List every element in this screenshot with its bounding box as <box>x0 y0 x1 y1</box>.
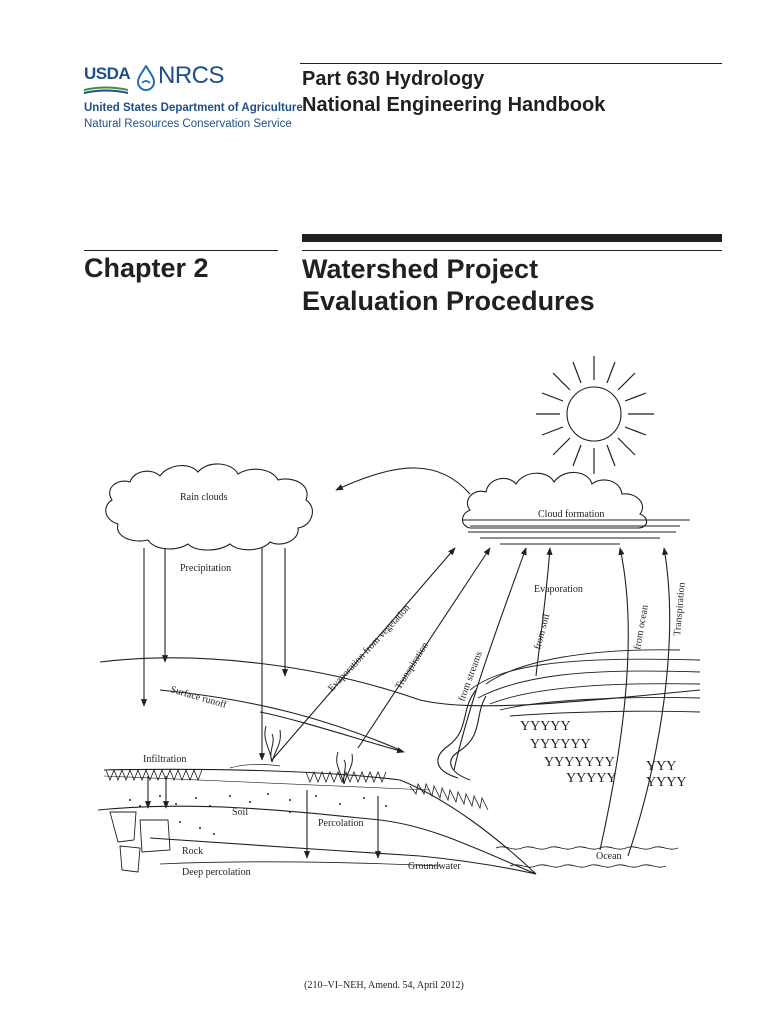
rock-blocks <box>109 811 171 873</box>
logo-usda-text: USDA <box>84 64 131 83</box>
label-transpiration-left: Transpiration <box>393 640 431 691</box>
logo-nrcs-text: NRCS <box>158 62 225 89</box>
ground-surface <box>103 768 537 875</box>
label-percolation: Percolation <box>318 818 364 829</box>
logo-service: Natural Resources Conservation Service <box>84 118 292 130</box>
label-cloud-formation: Cloud formation <box>538 509 604 520</box>
svg-text:YYYY: YYYY <box>646 775 686 790</box>
label-deep-percolation: Deep percolation <box>182 867 251 878</box>
label-surface-runoff: Surface runoff <box>169 684 228 711</box>
rain-cloud <box>105 463 313 551</box>
chapter-thick-rule <box>302 234 722 242</box>
usda-field-icon <box>84 86 128 94</box>
page-footer-citation: (210–VI–NEH, Amend. 54, April 2012) <box>304 980 464 991</box>
chapter-rule-left <box>84 250 278 251</box>
label-groundwater: Groundwater <box>408 861 461 872</box>
svg-text:YYYYYY: YYYYYY <box>530 737 591 752</box>
header-title: Part 630 Hydrology National Engineering … <box>302 66 605 118</box>
svg-text:YYYYY: YYYYY <box>566 771 617 786</box>
soil-dots <box>129 793 387 835</box>
hill-contours <box>469 649 701 717</box>
chapter-label: Chapter 2 <box>84 253 209 283</box>
header-rule <box>300 63 722 64</box>
label-precipitation: Precipitation <box>180 563 231 574</box>
svg-text:YYYYY: YYYYY <box>520 719 571 734</box>
chapter-title-line2: Evaluation Procedures <box>302 286 595 316</box>
label-from-soil: from soil <box>532 613 552 651</box>
chapter-rule-right <box>302 250 722 251</box>
usda-nrcs-logo: USDA NRCS United States Department of Ag… <box>84 62 303 142</box>
sun-icon <box>536 356 654 474</box>
svg-text:YYYYYYY: YYYYYYY <box>544 755 615 770</box>
chapter-title: Watershed Project Evaluation Procedures <box>302 253 595 317</box>
label-soil: Soil <box>232 807 248 818</box>
part-title: Part 630 Hydrology <box>302 68 485 90</box>
label-infiltration: Infiltration <box>143 754 186 765</box>
label-from-ocean: from ocean <box>632 604 651 650</box>
plant-icon <box>229 725 281 769</box>
label-rock: Rock <box>182 846 203 857</box>
logo-department: United States Department of Agriculture <box>84 102 303 114</box>
svg-text:YYY: YYY <box>646 759 676 774</box>
label-rain-clouds: Rain clouds <box>180 492 228 503</box>
label-ocean: Ocean <box>596 851 622 862</box>
hydrologic-cycle-diagram: YYYYY YYYYYY YYYYYYY YYYYY YYY YYYY <box>97 356 701 878</box>
cloud-formation-lines <box>462 519 690 545</box>
label-transpiration-right: Transpiration <box>672 582 688 636</box>
water-drop-icon <box>136 65 156 91</box>
chapter-title-line1: Watershed Project <box>302 254 539 284</box>
handbook-title: National Engineering Handbook <box>302 94 606 116</box>
formation-cloud <box>461 471 648 529</box>
tree-symbols: YYYYY YYYYYY YYYYYYY YYYYY YYY YYYY <box>520 719 686 790</box>
label-evaporation: Evaporation <box>534 584 583 595</box>
plant-icon-2 <box>336 751 353 785</box>
